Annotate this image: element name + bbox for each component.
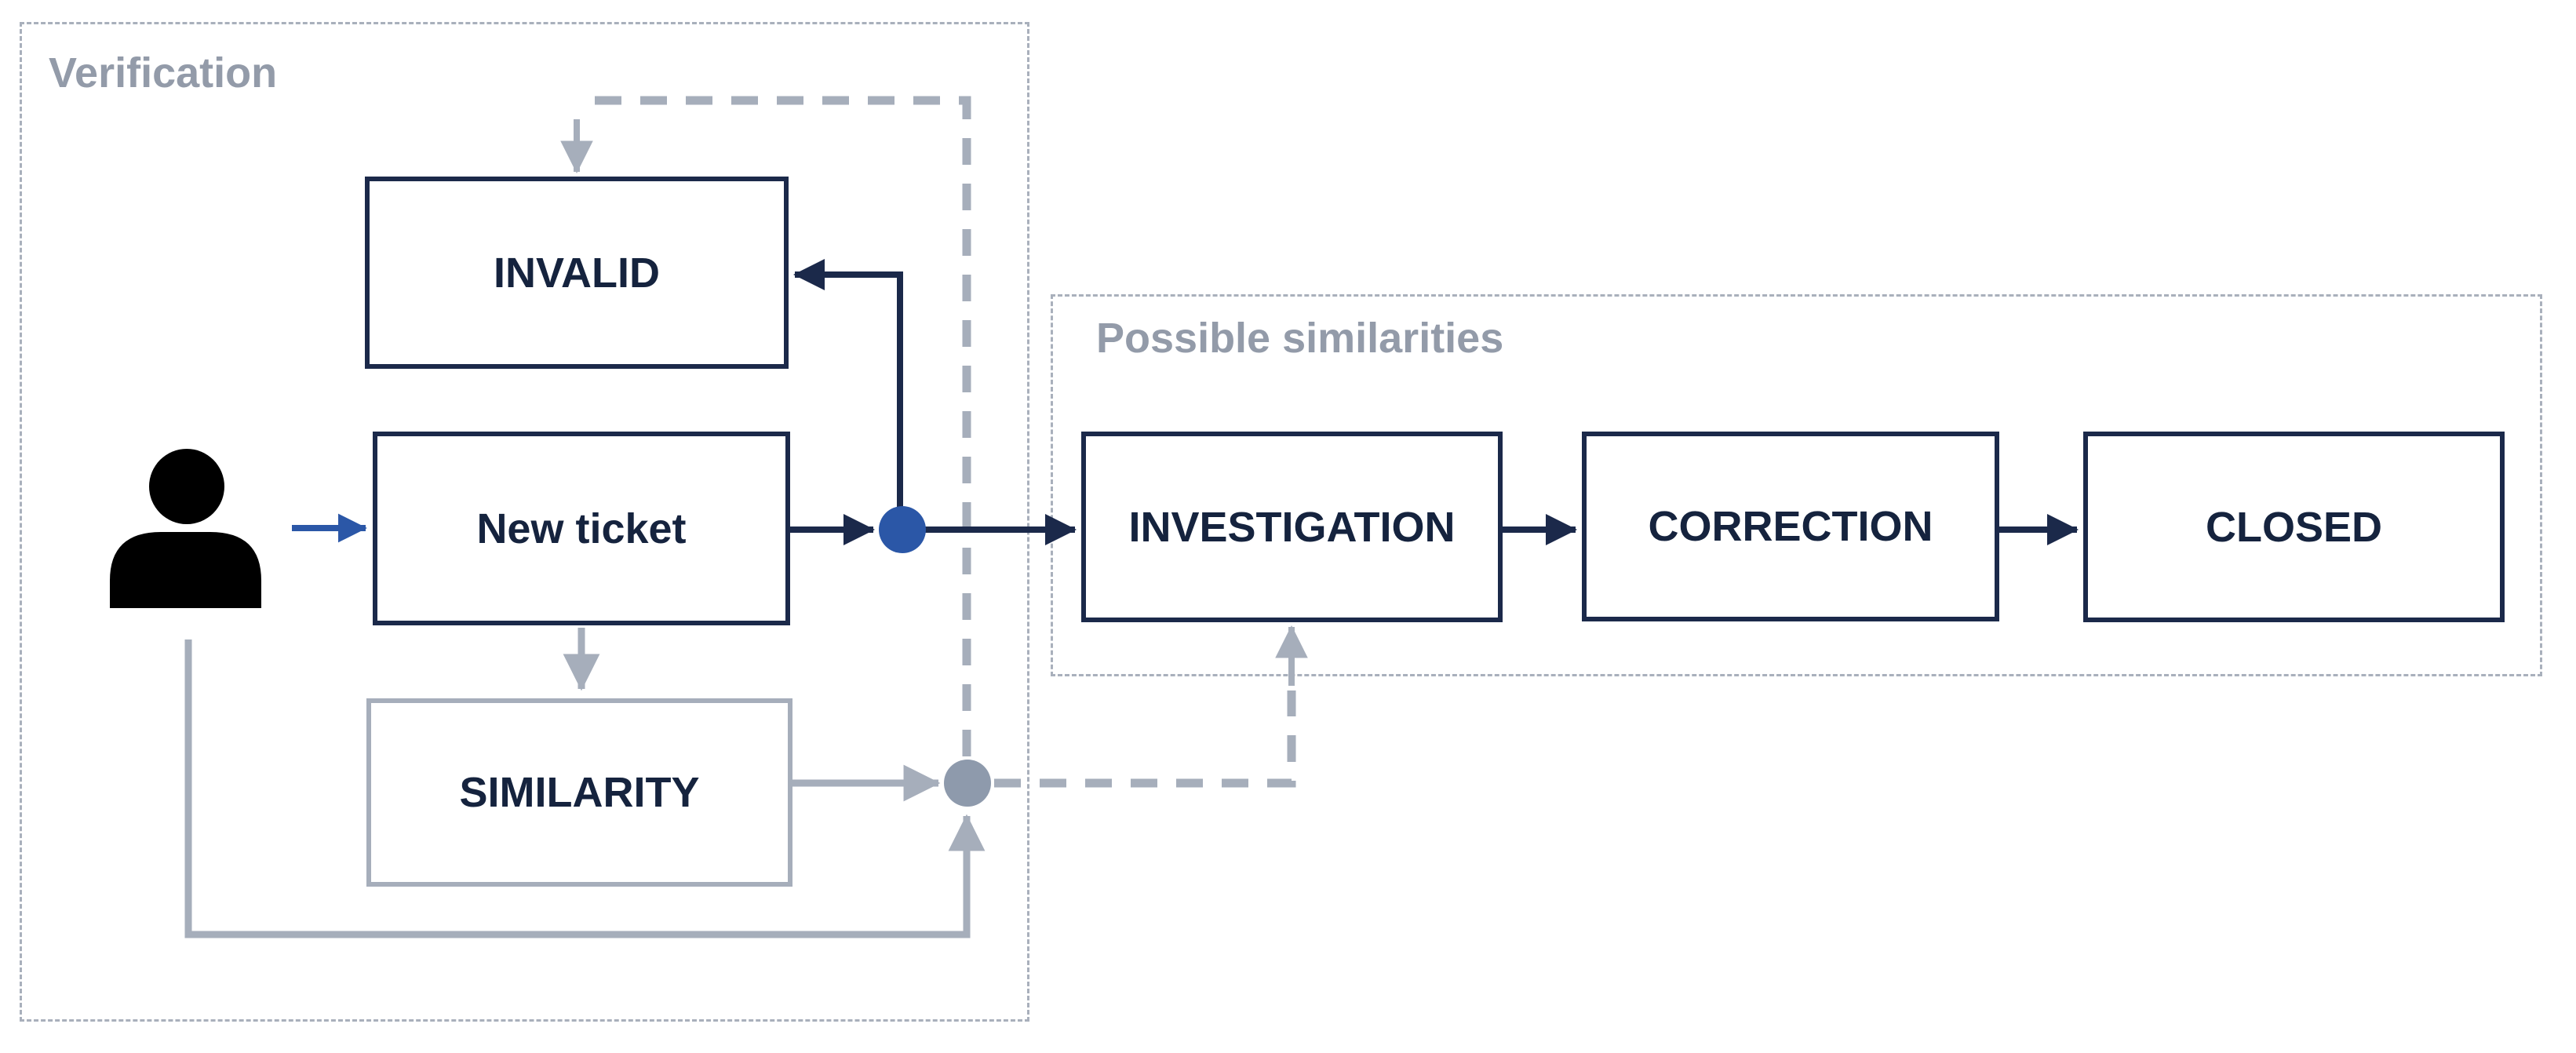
node-invalid-label: INVALID [494,249,660,297]
node-correction-label: CORRECTION [1648,503,1933,550]
possible-similarities-container-label: Possible similarities [1096,315,1504,362]
node-new-ticket: New ticket [373,432,790,625]
node-investigation-label: INVESTIGATION [1128,503,1456,551]
possible-similarities-container [1051,294,2542,676]
verification-container [20,22,1029,1022]
node-invalid: INVALID [365,177,789,369]
node-similarity: SIMILARITY [366,698,792,887]
node-investigation: INVESTIGATION [1081,432,1503,622]
node-closed: CLOSED [2083,432,2505,622]
node-closed-label: CLOSED [2205,503,2383,551]
verification-container-label: Verification [49,49,278,97]
node-correction: CORRECTION [1582,432,1999,621]
node-similarity-label: SIMILARITY [459,769,700,816]
node-new-ticket-label: New ticket [476,505,687,552]
